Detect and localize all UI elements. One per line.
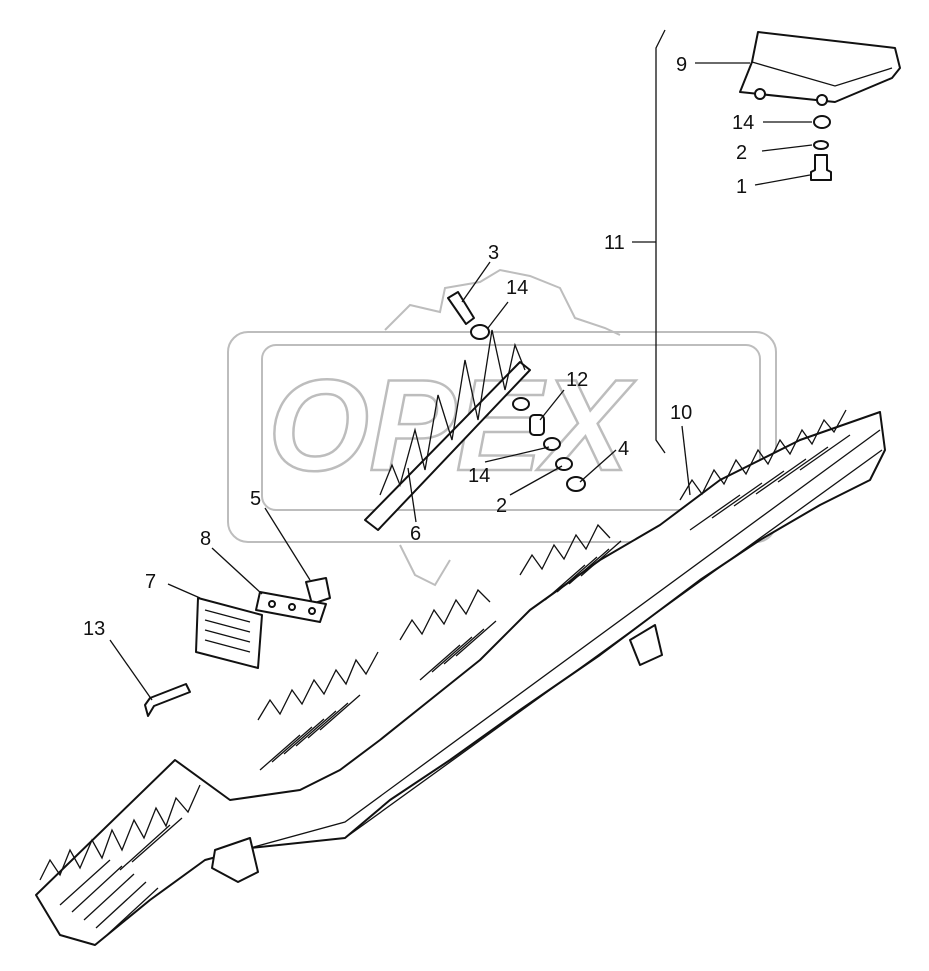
beam-bracket-rear [629,624,663,666]
nut-14-top [813,115,831,129]
leader-4 [579,449,617,483]
leader-10 [681,425,691,496]
leader-7 [167,583,201,599]
leader-14-mid-a [484,446,550,463]
knife-teeth-row-2 [257,651,379,721]
callout-3: 3 [488,242,499,264]
knife-slats-3 [419,620,497,681]
watermark-frame-inner [261,344,761,511]
cover-plate-hole-left [754,88,766,100]
main-beam-part-11 [35,411,886,946]
cover-fasteners [810,115,832,181]
plate-hole-3 [308,607,316,615]
washer-14-small [512,397,530,411]
beam-edge-line-2 [249,429,881,849]
bushing-part-5 [305,577,331,605]
loose-parts [144,577,331,717]
callout-4: 4 [618,438,629,460]
leader-6 [407,467,417,523]
cover-plate-flange [751,61,893,87]
callout-5: 5 [250,488,261,510]
leader-2-top [761,144,813,152]
bolt-3 [447,291,475,325]
beam-bracket-front [211,837,259,883]
leader-14-guard [487,301,509,329]
leader-3 [461,261,491,303]
knife-slats-4 [544,540,622,601]
leader-11-vertical [655,29,666,454]
pad-part-7 [195,597,263,669]
knife-teeth-row-1 [39,784,201,881]
guard-body [364,361,531,531]
leader-13 [109,639,153,701]
leader-8 [211,547,263,595]
plate-hole-2 [288,603,296,611]
callout-1: 1 [736,176,747,198]
callout-7: 7 [145,571,156,593]
plate-hole-1 [268,600,276,608]
leader-5 [264,507,311,581]
callout-2-mid: 2 [496,495,507,517]
pad-texture [204,609,251,653]
callout-11: 11 [604,232,625,254]
callout-8: 8 [200,528,211,550]
callout-12: 12 [566,369,588,391]
washer-2-top [813,140,829,150]
callout-9: 9 [676,54,687,76]
callout-14-guard: 14 [506,277,528,299]
knife-sections-part-10 [39,409,851,935]
bolt-1-top [810,154,832,181]
watermark-gear-bottom [399,544,451,587]
opex-watermark: OPEX [227,268,777,587]
knife-teeth-row-3 [399,588,491,641]
callout-14-top: 14 [732,112,754,134]
callout-6: 6 [410,523,421,545]
knife-guard-part-6 [364,291,531,531]
watermark-gear-outline [384,268,621,336]
knife-slats-2 [259,694,361,771]
guard-teeth [379,329,526,496]
cover-plate-part-9 [739,31,901,106]
leader-12 [539,389,565,421]
knife-teeth-row-4 [519,523,611,576]
watermark-frame-outer [227,331,777,543]
callout-10: 10 [670,402,692,424]
callout-13: 13 [83,618,105,640]
knife-slats-5 [689,434,851,531]
callout-labels: 9 14 2 1 11 3 14 12 10 4 14 2 6 5 8 7 13 [83,54,754,640]
watermark-text: OPEX [268,352,637,498]
leader-1 [754,174,811,186]
leader-2-mid [509,465,563,496]
knife-slats-1 [59,817,183,935]
callout-14-mid: 14 [468,465,490,487]
knife-teeth-row-5 [679,409,847,501]
callout-2-top: 2 [736,142,747,164]
leader-lines [109,29,813,701]
beam-edge-line [344,449,883,839]
cover-plate-hole-right [816,94,828,106]
nut-14-guard [470,324,490,340]
nut-4 [566,476,586,492]
cover-plate-body [739,31,901,103]
